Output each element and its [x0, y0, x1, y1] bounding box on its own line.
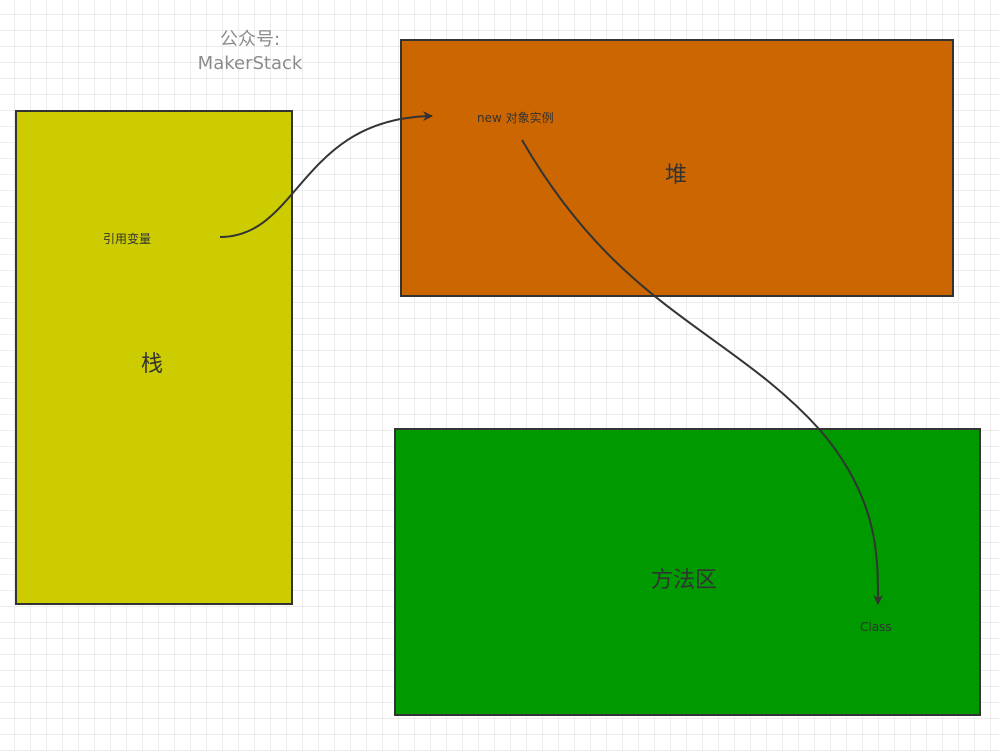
class-label: Class: [860, 620, 892, 634]
stack-title: 栈: [141, 352, 164, 377]
watermark: 公众号: MakerStack: [190, 28, 310, 76]
heap-title: 堆: [665, 163, 688, 188]
method-area-title: 方法区: [651, 568, 718, 593]
watermark-line2: MakerStack: [197, 53, 303, 74]
reference-variable-label: 引用变量: [103, 232, 152, 246]
object-instance-label: new 对象实例: [477, 111, 554, 125]
heap-box[interactable]: new 对象实例 堆: [400, 39, 954, 297]
method-area-box[interactable]: 方法区 Class: [394, 428, 981, 716]
watermark-line1: 公众号:: [219, 29, 281, 50]
stack-box[interactable]: 引用变量 栈: [15, 110, 293, 605]
